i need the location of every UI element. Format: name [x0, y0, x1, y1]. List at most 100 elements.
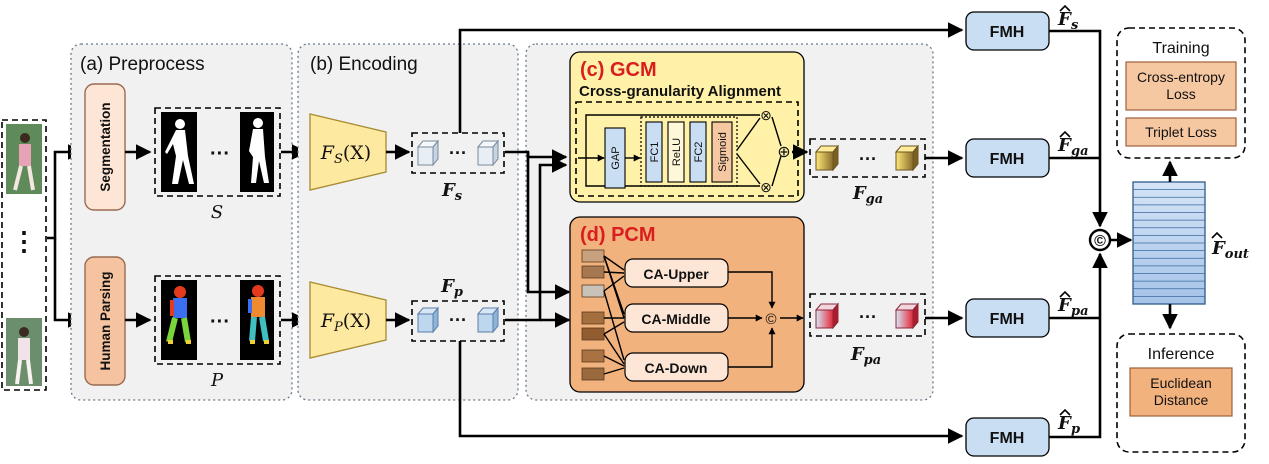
training-box: Training Cross-entropy Loss Triplet Loss	[1116, 27, 1246, 159]
down-connections	[603, 290, 625, 375]
fpa-ellipsis: ···	[859, 307, 877, 327]
fpa-feature-box	[809, 293, 926, 337]
encoder-s	[309, 113, 387, 191]
parsing-frame-2	[240, 280, 274, 360]
fga-cube-1	[814, 144, 840, 172]
inference-title: Inference	[1148, 346, 1215, 363]
encoding-title: (b) Encoding	[310, 54, 418, 75]
arrow-input-segmentation	[47, 144, 84, 240]
fmh-p: FMH	[965, 417, 1050, 457]
gcm-title: (c) GCM	[580, 59, 657, 81]
arrow-fp-to-gcm	[505, 157, 568, 322]
relu-label: ReLU	[671, 138, 683, 166]
hat-fpa-main: F	[1057, 295, 1072, 316]
cross-entropy-loss	[1125, 61, 1237, 111]
gap-label: GAP	[610, 146, 622, 169]
fpa-cube-2	[894, 302, 920, 330]
gcm-mul-2: ⊗	[760, 179, 772, 195]
ca-upper-block	[624, 258, 729, 288]
hat-fga-main: F	[1057, 135, 1072, 156]
hat-fs: F s	[1057, 4, 1079, 33]
preprocess-panel: (a) Preprocess Segmentation Human Parsin…	[70, 43, 293, 401]
fmh-pa-label: FMH	[990, 311, 1025, 328]
triplet-loss-label: Triplet Loss	[1145, 124, 1217, 140]
encoder-p-label: FP(X)	[320, 310, 371, 335]
gcm-sig-to-mul2	[736, 153, 761, 185]
gcm-inner-box	[575, 101, 799, 197]
sigmoid-label: Sigmoid	[717, 132, 729, 172]
cross-entropy-label-wrap: Cross-entropy Loss	[1137, 69, 1225, 102]
fmh-p-label: FMH	[990, 430, 1025, 447]
fga-ellipsis: ···	[859, 149, 877, 169]
gcm-mul-1: ⊗	[760, 107, 772, 123]
ca-upper-label: CA-Upper	[643, 266, 709, 282]
fs-cube-1	[416, 139, 440, 167]
vertical-ellipsis: ⋮	[11, 226, 37, 256]
final-concat-symbol: ©	[1094, 233, 1106, 250]
hat-fs-sub: s	[1071, 18, 1079, 33]
pcm-title: (d) PCM	[580, 224, 656, 246]
excitation-box	[640, 116, 738, 187]
gcm-module: (c) GCM Cross-granularity Alignment GAP …	[569, 51, 805, 203]
ca-down-label: CA-Down	[645, 360, 708, 376]
fp-label: Fp	[440, 276, 463, 300]
parsing-ellipsis: ···	[210, 311, 230, 333]
fpa-feature: ··· Fpa	[809, 293, 926, 368]
fmh-ga: FMH	[965, 138, 1050, 178]
fs-cube-2	[476, 139, 500, 167]
fc1-block	[645, 121, 663, 183]
hat-fga: F ga	[1057, 130, 1089, 159]
parsing-set-label: P	[210, 370, 224, 391]
silhouette-ellipsis: ···	[210, 143, 230, 165]
upper-to-concat	[728, 271, 776, 309]
training-title: Training	[1152, 40, 1209, 57]
encoder-p	[309, 281, 387, 359]
fpa-label: Fpa	[850, 344, 881, 368]
triplet-loss	[1125, 117, 1237, 147]
gcm-mul1-to-add	[771, 116, 782, 147]
euclidean-distance	[1129, 367, 1233, 417]
euclidean-label: Euclidean Distance	[1150, 375, 1212, 408]
preprocess-title: (a) Preprocess	[80, 54, 205, 75]
relu-block	[667, 121, 685, 183]
pcm-module: (d) PCM CA-Upper CA-Middle CA-Down ©	[569, 216, 805, 393]
euclidean-label-wrap: Euclidean Distance	[1150, 375, 1212, 408]
gcm-subtitle: Cross-granularity Alignment	[579, 83, 781, 100]
extra-connection	[603, 255, 625, 319]
fout-label: Fout	[1211, 238, 1249, 262]
fmh-pa: FMH	[965, 298, 1050, 338]
arrow-fmh-p-to-concat	[1049, 252, 1108, 439]
fp-feature-box	[411, 300, 505, 342]
cross-entropy-label: Cross-entropy Loss	[1137, 69, 1225, 102]
pcm-concat: ©	[765, 311, 776, 328]
fp-cube-2	[476, 306, 500, 334]
arrow-fs-to-fmh	[458, 22, 964, 133]
fc1-label: FC1	[649, 142, 661, 163]
hat-fs-main: F	[1057, 9, 1072, 30]
fc2-block	[689, 121, 707, 183]
fout-hat	[1211, 231, 1223, 239]
gcm-sig-to-mul1	[736, 117, 761, 151]
fout-stack	[1132, 181, 1206, 305]
inference-box: Inference Euclidean Distance	[1116, 333, 1246, 453]
arrow-fmh-s-to-concat	[1049, 29, 1108, 228]
fs-ellipsis: ···	[449, 143, 467, 163]
fp-ellipsis: ···	[449, 310, 467, 330]
fs-label: Fs	[441, 180, 463, 204]
parsing-set-box	[154, 275, 281, 365]
input-frame-2	[6, 318, 42, 386]
sigmoid-block	[711, 121, 733, 183]
silhouette-frame-1	[161, 112, 197, 192]
arrow-fp-to-fmh	[458, 341, 964, 444]
fpa-cube-1	[814, 302, 840, 330]
fmh-ga-label: FMH	[990, 151, 1025, 168]
fs-feature-box	[411, 132, 505, 174]
encoding-panel: (b) Encoding FS(X) FP(X) ··· Fs Fp ···	[297, 43, 519, 401]
silhouette-set-label: S	[211, 202, 223, 223]
input-frame-1	[6, 124, 42, 194]
human-parsing-label: Human Parsing	[98, 271, 113, 370]
input-sequence: ⋮	[1, 119, 47, 391]
fp-cube-1	[416, 306, 440, 334]
segmentation-label: Segmentation	[98, 102, 113, 191]
